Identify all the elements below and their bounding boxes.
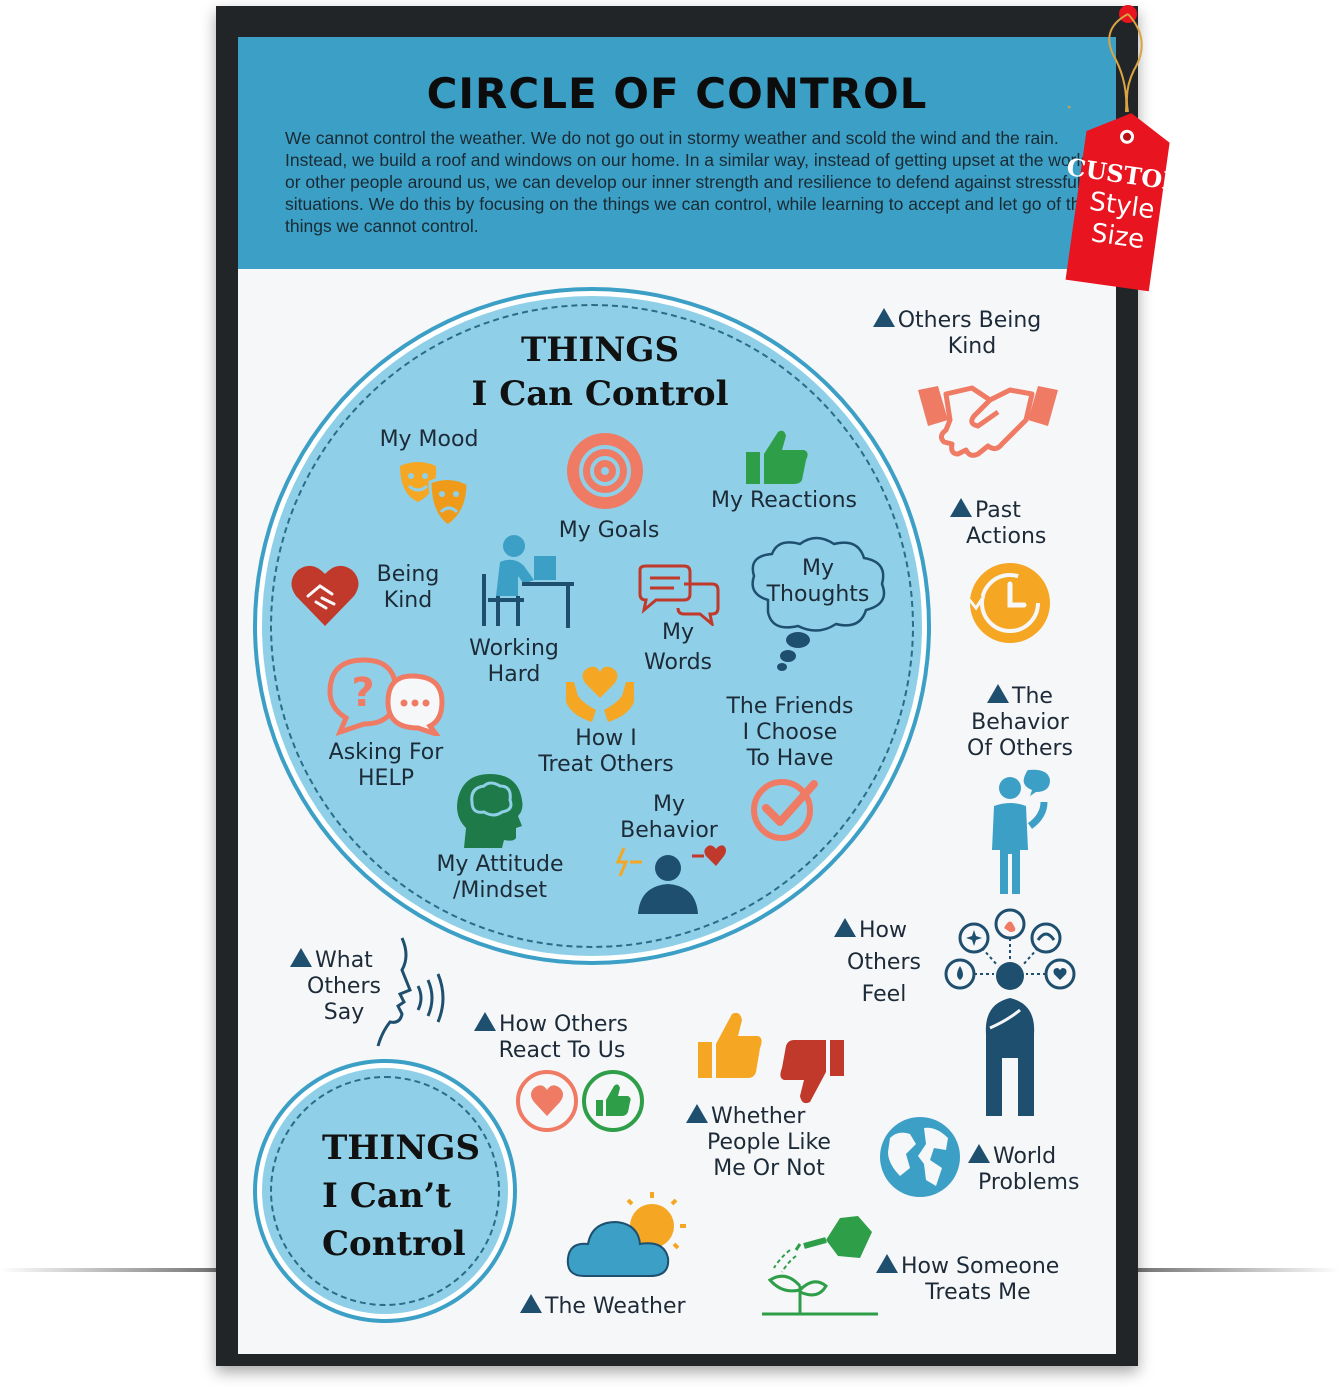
label-world-problems: World Problems bbox=[968, 1144, 1092, 1196]
label-my-behavior: My Behavior bbox=[620, 792, 718, 843]
triangle-bullet-icon bbox=[834, 918, 856, 937]
label-someone-treats: How Someone Treats Me bbox=[876, 1254, 1080, 1306]
label-react-to-us: How Others React To Us bbox=[474, 1012, 650, 1064]
tag-string bbox=[1108, 5, 1143, 113]
thought-cloud-icon bbox=[751, 536, 886, 671]
watering-plant-icon bbox=[762, 1216, 878, 1316]
speech-bubbles-icon bbox=[638, 564, 720, 626]
label-my-goals: My Goals bbox=[558, 518, 660, 543]
heart-hands-icon bbox=[566, 666, 634, 722]
checkmark-circle-icon bbox=[751, 779, 818, 841]
can-control-title: THINGS I Can Control bbox=[471, 330, 729, 414]
label-friends: The Friends I Choose To Have bbox=[726, 694, 854, 771]
person-talking-icon bbox=[992, 769, 1050, 894]
label-my-thoughts: My Thoughts bbox=[766, 556, 870, 607]
globe-icon bbox=[880, 1117, 960, 1197]
triangle-bullet-icon bbox=[950, 498, 972, 517]
label-being-kind: Being Kind bbox=[376, 562, 440, 613]
tag-text: CUSTOM Style Size bbox=[1064, 152, 1191, 256]
label-working-hard: Working Hard bbox=[469, 636, 559, 687]
person-emotions-icon bbox=[944, 908, 1076, 1116]
shadow-right bbox=[1138, 1268, 1339, 1272]
sun-cloud-icon bbox=[566, 1192, 686, 1277]
label-past-actions: Past Actions bbox=[950, 498, 1060, 550]
cant-control-circle bbox=[262, 1068, 508, 1314]
label-asking-help: Asking For HELP bbox=[328, 740, 444, 791]
poster-title: CIRCLE OF CONTROL bbox=[426, 69, 928, 118]
price-tag-icon bbox=[1065, 106, 1170, 292]
triangle-bullet-icon bbox=[686, 1104, 708, 1123]
triangle-bullet-icon bbox=[474, 1012, 496, 1031]
label-my-mood: My Mood bbox=[379, 427, 479, 452]
person-at-desk-icon bbox=[482, 535, 574, 628]
triangle-bullet-icon bbox=[876, 1254, 898, 1273]
can-control-circle bbox=[262, 296, 922, 956]
label-others-kind: Others Being Kind bbox=[862, 308, 1052, 360]
label-others-feel: How Others Feel bbox=[834, 918, 934, 1008]
triangle-bullet-icon bbox=[290, 948, 312, 967]
intro-paragraph: We cannot control the weather. We do not… bbox=[285, 128, 1091, 236]
thumbs-up-down-icon bbox=[698, 1012, 844, 1104]
label-treat-others: How I Treat Others bbox=[538, 726, 674, 777]
heart-thumbs-reaction-icon bbox=[516, 1070, 644, 1132]
svg-text:?: ? bbox=[351, 670, 374, 716]
clock-icon bbox=[966, 563, 1050, 643]
triangle-bullet-icon bbox=[987, 684, 1010, 703]
triangle-bullet-icon bbox=[968, 1144, 990, 1163]
triangle-bullet-icon bbox=[520, 1294, 542, 1313]
label-my-words: My Words bbox=[643, 620, 712, 675]
cant-control-title: THINGS I Can’t Control bbox=[322, 1128, 480, 1264]
label-attitude: My Attitude /Mindset bbox=[436, 852, 564, 903]
header-band: CIRCLE OF CONTROL We cannot control the … bbox=[238, 37, 1116, 269]
label-like-me: Whether People Like Me Or Not bbox=[686, 1104, 852, 1182]
target-icon bbox=[567, 433, 643, 509]
label-my-reactions: My Reactions bbox=[710, 488, 857, 513]
speaking-face-icon bbox=[376, 937, 445, 1047]
person-mood-icon bbox=[615, 845, 726, 914]
triangle-bullet-icon bbox=[872, 308, 895, 327]
head-brain-icon bbox=[457, 774, 523, 848]
comedy-tragedy-masks-icon bbox=[400, 462, 470, 528]
question-chat-icon: ? bbox=[327, 657, 445, 736]
label-others-say: What Others Say bbox=[290, 948, 398, 1026]
handshake-icon bbox=[918, 385, 1058, 458]
shadow-left bbox=[0, 1268, 216, 1272]
label-weather: The Weather bbox=[520, 1294, 706, 1320]
label-behavior-others: The Behavior Of Others bbox=[967, 684, 1073, 761]
thumbs-up-icon bbox=[746, 430, 808, 484]
heart-handshake-icon bbox=[291, 565, 359, 626]
